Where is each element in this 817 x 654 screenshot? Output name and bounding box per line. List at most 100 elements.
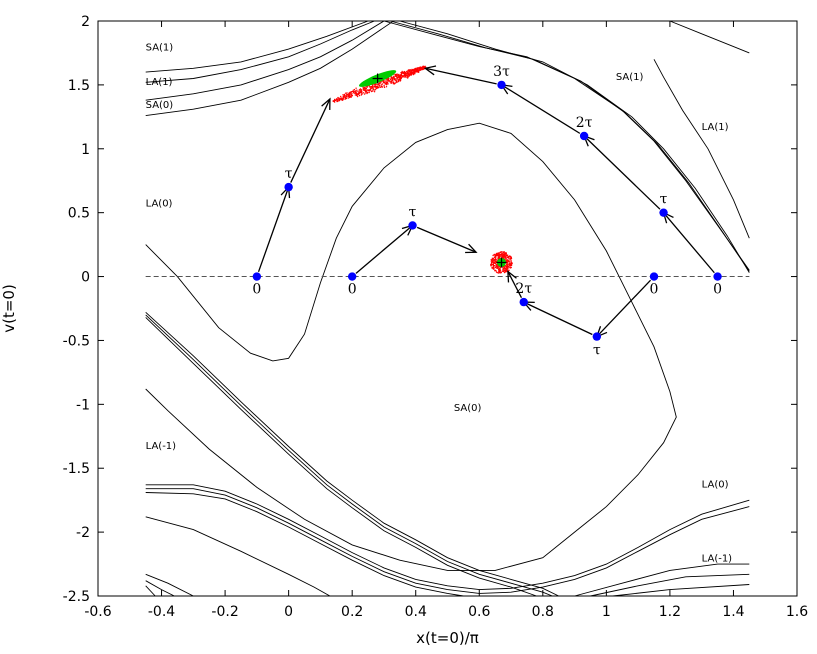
- cluster-point: [509, 261, 511, 263]
- cluster-point: [357, 90, 359, 93]
- contour-line: [574, 563, 750, 597]
- region-label: LA(1): [702, 122, 729, 133]
- region-label: LA(0): [702, 480, 729, 491]
- cluster-point: [415, 70, 417, 73]
- x-tick-label: 0.4: [405, 604, 427, 620]
- cluster-point: [359, 88, 362, 90]
- contour-line: [145, 311, 559, 597]
- cluster-point: [417, 71, 420, 73]
- cluster-point: [408, 71, 410, 73]
- x-tick-label: -0.6: [84, 604, 111, 620]
- cluster-point: [338, 99, 341, 101]
- x-tick-label: -0.4: [148, 604, 175, 620]
- cluster-point: [422, 66, 424, 68]
- cluster-layer: [332, 65, 513, 274]
- cluster-point: [373, 89, 375, 91]
- region-label: LA(-1): [146, 441, 177, 452]
- cluster-point: [370, 87, 372, 90]
- cluster-point: [507, 266, 509, 268]
- contour-line: [612, 584, 750, 597]
- cluster-point: [490, 265, 492, 267]
- cluster-point: [403, 74, 405, 76]
- cluster-point: [503, 256, 505, 259]
- cluster-point: [356, 95, 359, 98]
- cluster-point: [376, 85, 379, 88]
- trajectory-time-label: 2τ: [515, 281, 532, 297]
- cluster-point: [420, 67, 422, 69]
- cluster-point: [505, 254, 508, 256]
- cluster-point: [394, 75, 397, 78]
- cluster-point: [391, 78, 394, 81]
- cluster-point: [362, 92, 365, 94]
- cluster-point: [368, 91, 370, 94]
- cluster-point: [345, 95, 348, 98]
- cluster-point: [411, 72, 413, 75]
- cluster-point: [375, 83, 377, 86]
- cluster-point: [395, 79, 397, 82]
- cluster-point: [415, 68, 417, 71]
- x-tick-label: 0: [284, 604, 293, 620]
- region-label: LA(1): [146, 77, 173, 88]
- cluster-point: [368, 90, 370, 92]
- cluster-point: [374, 84, 376, 86]
- cluster-point: [360, 91, 363, 94]
- cluster-point: [355, 94, 358, 97]
- region-label: LA(0): [146, 198, 173, 209]
- cluster-point: [342, 95, 345, 97]
- cluster-point: [423, 66, 426, 68]
- contour-line: [145, 585, 156, 597]
- cluster-point: [493, 253, 496, 256]
- cluster-point: [406, 70, 408, 73]
- cluster-point: [372, 88, 374, 90]
- region-label: SA(0): [454, 403, 482, 414]
- cluster-point: [396, 78, 398, 80]
- cluster-point: [495, 257, 497, 259]
- cluster-point: [362, 89, 364, 91]
- cluster-point: [491, 263, 493, 266]
- trajectory-time-label: 0: [348, 282, 357, 298]
- contour-line: [145, 484, 750, 591]
- contour-line: [653, 59, 750, 239]
- cluster-point: [407, 71, 409, 74]
- y-tick-label: 2: [81, 14, 90, 30]
- cluster-point: [390, 81, 392, 83]
- x-tick-label: 0.6: [468, 604, 490, 620]
- cluster-point: [404, 72, 407, 74]
- cluster-point: [505, 269, 507, 272]
- trajectory-arrow: [583, 135, 661, 210]
- cluster-point: [352, 91, 354, 93]
- cluster-point: [492, 254, 494, 257]
- trajectory-time-label: τ: [660, 192, 668, 208]
- region-label: SA(1): [616, 72, 644, 83]
- arrowhead: [465, 243, 478, 254]
- contour-line: [145, 20, 394, 117]
- cluster-point: [372, 85, 374, 87]
- cluster-point: [385, 86, 388, 88]
- cluster-point: [385, 84, 388, 86]
- cluster-point: [360, 93, 363, 95]
- trajectory-arrow: [596, 279, 652, 338]
- cluster-point: [496, 266, 498, 269]
- trajectory-point: [649, 272, 659, 281]
- cluster-point: [363, 89, 366, 92]
- cluster-point: [391, 79, 394, 82]
- contour-line: [145, 314, 553, 597]
- cluster-point: [402, 71, 404, 74]
- cluster-point: [393, 82, 396, 85]
- cluster-point: [364, 86, 366, 89]
- cluster-point: [397, 80, 400, 83]
- cluster-point: [503, 271, 506, 274]
- cluster-point: [358, 92, 360, 94]
- cluster-point: [350, 94, 352, 96]
- trajectory-time-label: 0: [650, 282, 659, 298]
- cluster-point: [379, 83, 381, 85]
- contour-layer: [145, 20, 750, 597]
- cluster-point: [399, 74, 402, 76]
- cluster-point: [385, 82, 387, 85]
- cluster-point: [353, 88, 356, 91]
- cluster-point: [392, 77, 394, 79]
- cluster-point: [403, 70, 406, 73]
- cluster-point: [494, 270, 496, 272]
- cluster-point: [504, 267, 506, 270]
- cluster-point: [336, 98, 338, 100]
